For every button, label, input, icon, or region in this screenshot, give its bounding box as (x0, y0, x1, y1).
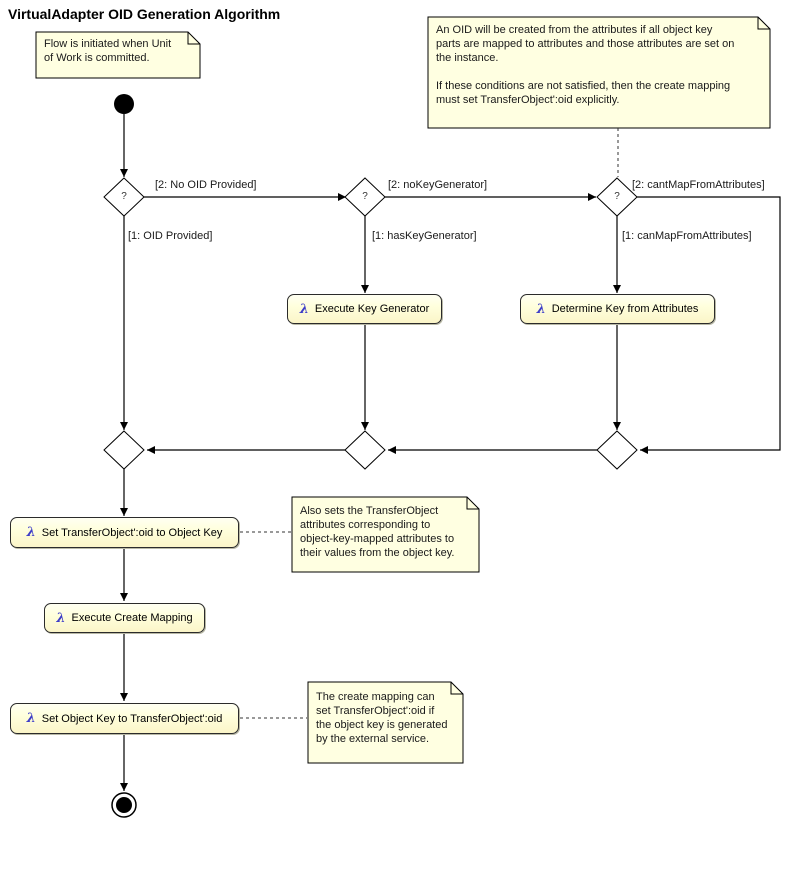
decision-question-mark: ? (614, 191, 620, 202)
note-shape-oid-conditions (427, 16, 771, 129)
action-set-oid-to-object-key: λ Set TransferObject':oid to Object Key (10, 517, 239, 548)
edge-label-no-key-generator: [2: noKeyGenerator] (388, 179, 488, 191)
action-label: Determine Key from Attributes (551, 303, 699, 315)
lambda-icon: λ (536, 301, 546, 317)
edge-label-oid-provided: [1: OID Provided] (128, 230, 213, 242)
note-start: Flow is initiated when Unit of Work is c… (44, 38, 172, 64)
flow-edges (120, 114, 781, 791)
edge-label-can-map-from-attributes: [1: canMapFromAttributes] (622, 230, 752, 242)
decision-question-mark: ? (121, 191, 127, 202)
decision-question-mark: ? (362, 191, 368, 202)
note-oid-conditions: An OID will be created from the attribut… (436, 24, 735, 106)
decision-map-from-attributes (596, 177, 638, 217)
action-label: Set Object Key to TransferObject':oid (41, 712, 223, 725)
merge-node-3 (596, 430, 638, 470)
merge-node-2 (344, 430, 386, 470)
decision-key-generator (344, 177, 386, 217)
edge-decision3-to-merge3 (637, 196, 781, 454)
action-set-object-key-to-oid: λ Set Object Key to TransferObject':oid (10, 703, 239, 734)
action-execute-key-generator: λ Execute Key Generator (287, 294, 442, 324)
action-execute-create-mapping: λ Execute Create Mapping (44, 603, 205, 633)
lambda-icon: λ (26, 711, 36, 726)
note-also-sets: Also sets the TransferObject attributes … (300, 505, 455, 559)
page-title: VirtualAdapter OID Generation Algorithm (8, 6, 281, 22)
action-determine-key-from-attributes: λ Determine Key from Attributes (520, 294, 715, 324)
note-shape-start (35, 31, 201, 79)
lambda-icon: λ (26, 525, 36, 540)
final-node (111, 792, 137, 818)
initial-node (114, 94, 134, 114)
edge-label-no-oid-provided: [2: No OID Provided] (155, 179, 257, 191)
lambda-icon: λ (56, 610, 66, 626)
action-label: Execute Create Mapping (71, 612, 193, 624)
merge-node-1 (103, 430, 145, 470)
edge-label-has-key-generator: [1: hasKeyGenerator] (372, 230, 477, 242)
action-label: Execute Key Generator (314, 303, 430, 315)
edge-label-cant-map-from-attributes: [2: cantMapFromAttributes] (632, 179, 765, 191)
note-create-mapping: The create mapping can set TransferObjec… (316, 691, 448, 745)
note-shape-also-sets (291, 496, 480, 573)
note-shape-create-mapping (307, 681, 464, 764)
decision-oid-provided (103, 177, 145, 217)
action-label: Set TransferObject':oid to Object Key (41, 526, 223, 539)
lambda-icon: λ (299, 301, 309, 317)
